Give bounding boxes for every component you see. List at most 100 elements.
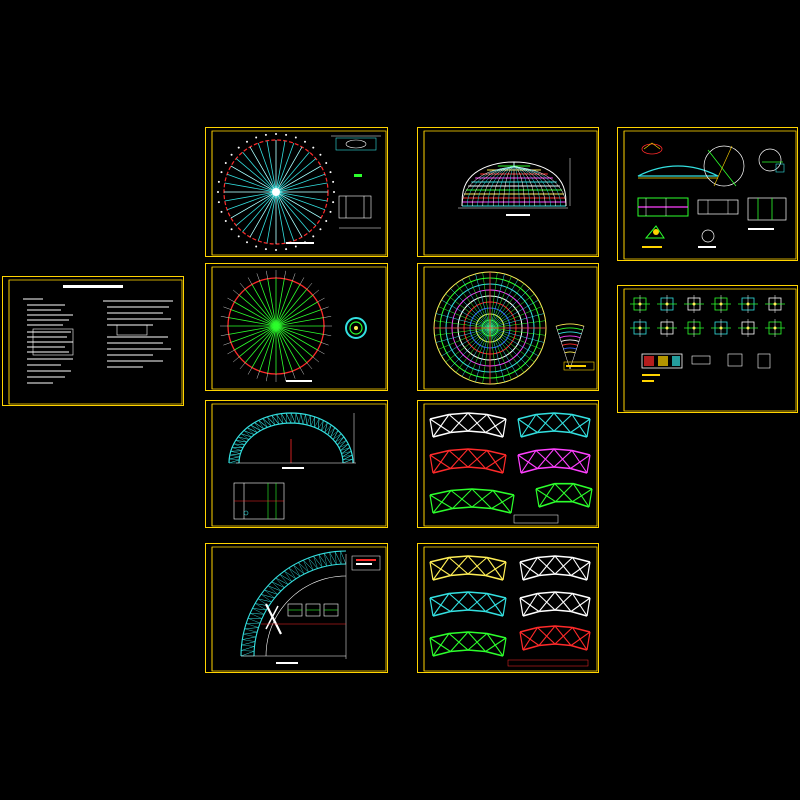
arch-web [341,447,351,454]
truss-diagonal [519,631,540,646]
arch-web [285,413,292,424]
truss-top-chord [517,448,591,456]
arch-web [330,427,336,438]
arch-web [238,436,250,440]
sector-ring [560,339,580,342]
truss-top-chord [519,591,591,599]
concentric-ring-plan-sheet[interactable] [417,263,599,391]
axis-marker [255,136,258,139]
radial-rib [275,191,328,202]
truss-elevation [535,482,593,508]
truss-bottom-chord [432,506,512,514]
dome-meridian [472,162,515,207]
ring-radial [489,313,545,329]
truss-diagonal [517,454,538,469]
arch-section-drawing [211,403,387,527]
axis-marker [237,146,240,149]
truss-diagonal [432,593,450,617]
axis-marker [220,171,223,174]
radial-axis [275,280,293,327]
ring-radial [489,320,546,329]
quarter-arch-web [313,555,323,568]
axis-marker [285,248,288,251]
ring-radial [489,327,498,384]
ring-radial [489,327,545,343]
radial-axis [234,301,277,327]
ring-radial [489,327,519,377]
radial-rib [275,173,326,193]
dome-meridian [513,162,562,207]
truss-top-chord [429,412,507,420]
truss-diagonal [570,597,591,612]
radial-axis [275,325,314,358]
ring-radial [489,327,539,357]
roof-plan-radial-drawing [211,130,387,256]
quarter-arch-web [242,636,257,640]
axis-marker [230,228,233,231]
arch-web [300,413,304,425]
ring-detail [345,317,367,339]
axis-marker [333,191,335,193]
ring-detail-outer [345,317,367,339]
connection-details-sheet[interactable] [617,285,798,413]
radial-axis-plan [220,270,332,382]
truss-diagonal [432,557,450,581]
design-notes-sheet[interactable] [2,276,184,406]
dome-meridian [482,162,515,207]
quarter-arch-web [241,641,256,646]
quarter-arch-web [308,557,318,569]
radial-rib [257,191,277,242]
sector-ring [564,351,576,354]
arch-web [271,415,280,425]
ring-radial [435,327,491,343]
truss-diagonal [432,450,450,474]
radial-rib [235,158,277,193]
axis-marker [246,140,248,143]
dome-meridian [513,162,520,207]
arch-web [276,414,284,424]
truss-elevations-b-sheet[interactable] [417,543,599,673]
truss-top-chord [519,555,591,563]
radial-axis [275,325,318,351]
quarter-arch-web [303,559,314,571]
truss-diagonal [491,494,515,509]
dome-meridian [492,162,515,207]
dome-elevation-sheet[interactable] [417,127,599,257]
arch-web [342,454,353,461]
quarter-arch-sheet[interactable] [205,543,388,673]
connection-node-detail [657,295,677,313]
truss-diagonal [485,597,507,612]
truss-diagonal [452,488,473,509]
column-detail [233,482,285,520]
ring-plan [433,271,547,385]
ring-radial [489,327,525,373]
node-details-sheet[interactable] [617,127,798,261]
ring-radial [438,306,491,329]
arch-section-sheet[interactable] [205,400,388,528]
radial-axis [238,325,277,358]
dome-meridian [513,162,567,207]
roof-plan-radial-sheet[interactable] [205,127,388,257]
quarter-arch-web [241,646,255,651]
ring-radial [455,283,491,329]
ring-radial [475,327,491,383]
radial-axis-plan-sheet[interactable] [205,263,388,391]
truss-diagonal [553,450,573,468]
quarter-arch-truss [240,550,347,657]
truss-diagonal [519,597,540,612]
ring-radial [438,327,491,350]
axis-marker [275,133,277,135]
axis-marker [237,235,240,238]
arch-web [240,433,252,438]
arch-web [342,458,353,464]
arch-web [230,450,242,452]
arch-web [324,422,328,433]
radial-rib [275,182,328,193]
radial-axis [275,325,324,335]
dome-elevation [461,161,567,207]
sector-ring [561,343,579,346]
truss-elevations-a-sheet[interactable] [417,400,599,528]
axis-marker [285,133,288,136]
notes-table [32,328,74,356]
ring-radial [489,327,542,350]
